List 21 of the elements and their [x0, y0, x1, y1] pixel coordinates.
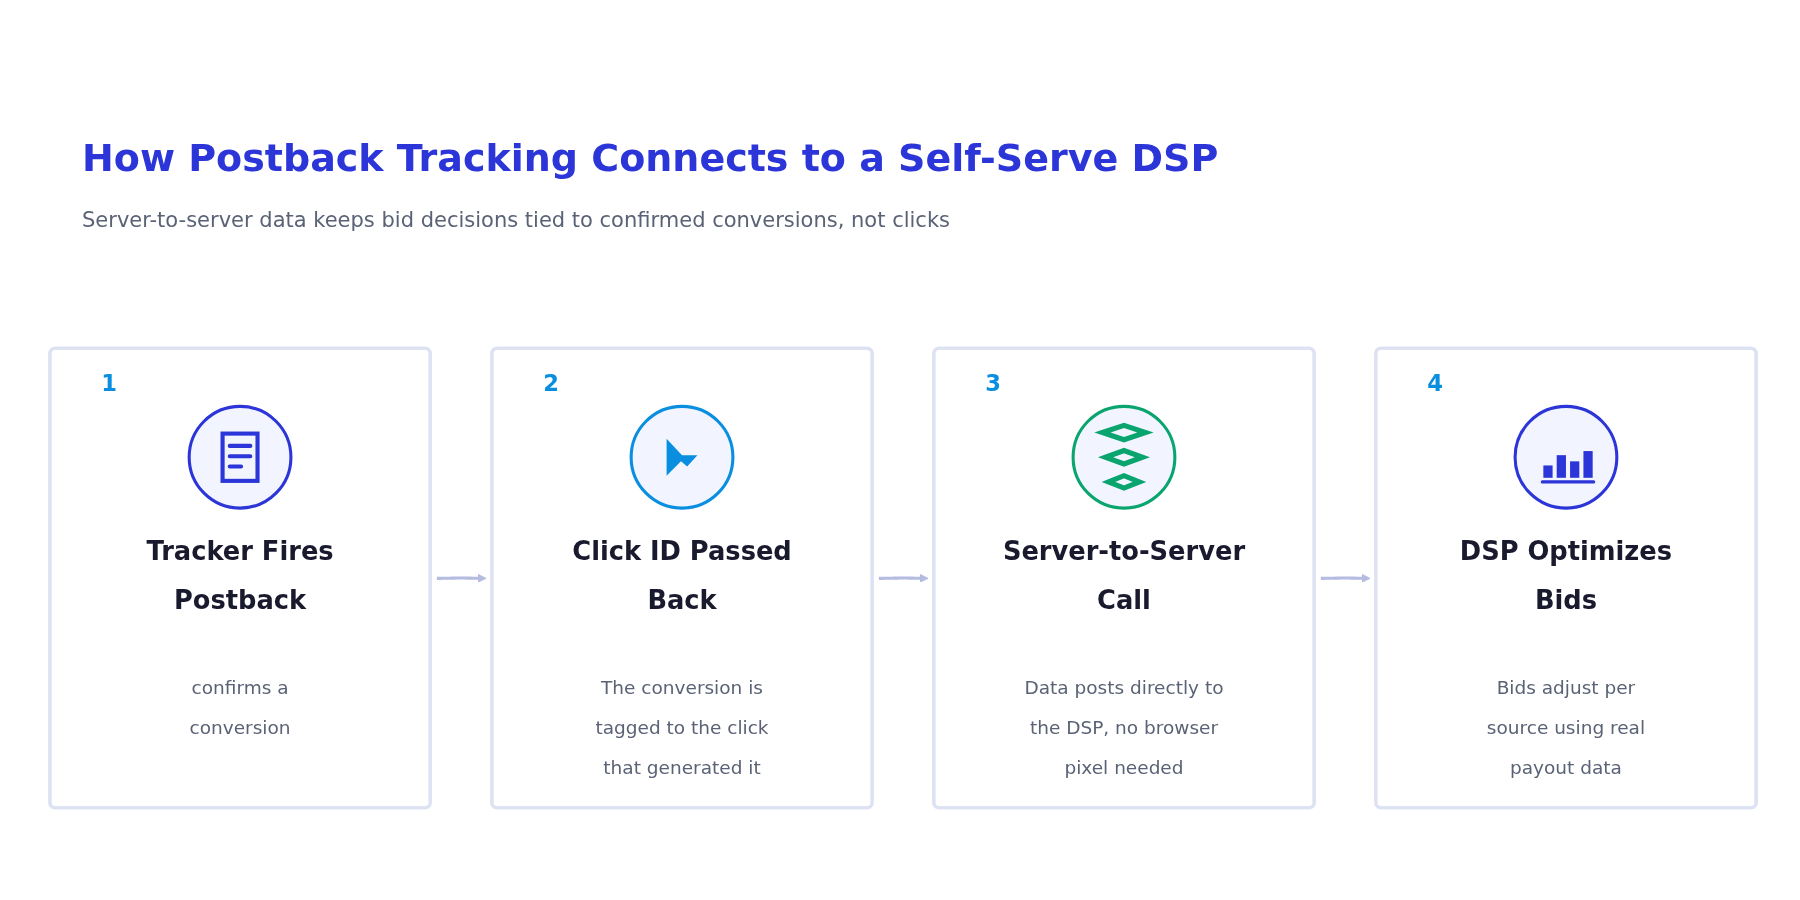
arrow [1320, 573, 1371, 583]
step-card [490, 346, 874, 810]
arrow [878, 573, 929, 583]
step-heading: Tracker Fires Postback [145, 535, 335, 618]
arrow [436, 573, 487, 583]
step-description: Bids adjust per source using real payout data [1485, 675, 1647, 780]
step-description: The conversion is tagged to the click that generated it [594, 675, 770, 780]
step-heading: DSP Optimizes Bids [1458, 535, 1674, 618]
step-number: 2 [542, 369, 560, 399]
step-card [1374, 346, 1758, 810]
step-description: Data posts directly to the DSP, no browser pixel needed [1023, 675, 1225, 780]
title: How Postback Tracking Connects to a Self-Serve DSP [82, 136, 1219, 180]
step-heading: Server-to-Server Call [1001, 535, 1247, 618]
subtitle: Server-to-server data keeps bid decisions tied to confirmed conversions, not clicks [82, 208, 950, 232]
step-number: 4 [1426, 369, 1444, 399]
step-heading: Click ID Passed Back [571, 535, 793, 618]
step-number: 3 [984, 369, 1002, 399]
step-card [48, 346, 432, 810]
step-card [932, 346, 1316, 810]
step-number: 1 [100, 369, 119, 399]
step-description: confirms a conversion [188, 675, 292, 740]
